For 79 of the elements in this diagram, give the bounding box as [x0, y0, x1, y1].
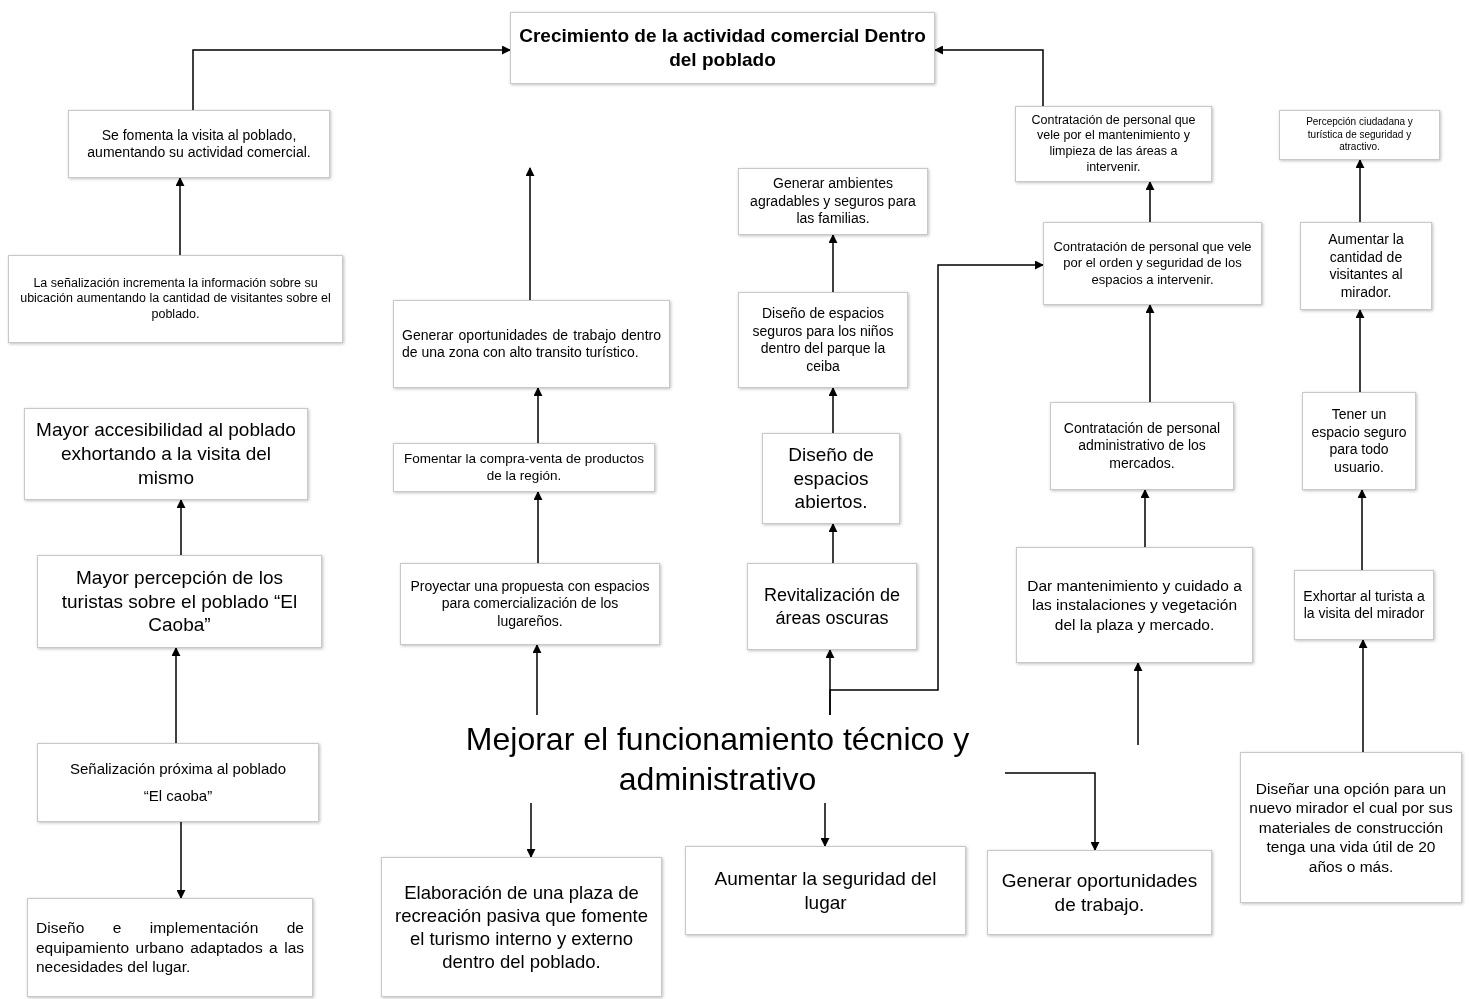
text-box	[738, 168, 928, 235]
box-text: Revitalización de áreas oscuras	[762, 584, 902, 629]
box-text: Diseñar una opción para un nuevo mirador el cual por sus materiales de construcción tenga una vida útil de 20 años o más.	[1249, 779, 1453, 876]
arrow	[525, 167, 535, 301]
arrow	[175, 177, 185, 256]
arrow	[1004, 772, 1100, 851]
box-text: Generar ambientes agradables y seguros para las familias.	[749, 175, 917, 228]
box-text: Contratación de personal que vele por el orden y seguridad de los espacios a intervenir.	[1052, 239, 1253, 288]
text-box	[37, 743, 319, 822]
text-box	[762, 433, 900, 524]
arrow	[934, 45, 1044, 107]
box-text: Generar oportunidades de trabajo.	[1000, 868, 1199, 917]
arrow	[1355, 309, 1365, 393]
arrow	[176, 499, 186, 556]
central-text: Mejorar el funcionamiento técnico y administrativo	[464, 720, 971, 799]
text-box	[1043, 222, 1262, 305]
arrow	[171, 647, 181, 744]
text-box	[24, 408, 308, 500]
box-text: Mayor accesibilidad al poblado exhortando a la visita del mismo	[35, 418, 297, 490]
box-text: Diseño e implementación de equipamiento urbano adaptados a las necesidades del lugar.	[36, 918, 304, 977]
box-text: Proyectar una propuesta con espacios para comercialización de los lugareños.	[409, 577, 651, 631]
text-box	[1016, 547, 1253, 663]
text-box	[1300, 222, 1432, 310]
text-box	[393, 443, 655, 492]
box-text: Fomentar la compra-venta de productos de la región.	[402, 450, 646, 485]
box-text: Exhortar al turista a la visita del mirador	[1303, 587, 1425, 623]
text-box	[685, 846, 966, 935]
text-box	[381, 857, 662, 997]
text-box	[37, 555, 322, 648]
arrow	[526, 802, 536, 858]
arrow	[1140, 489, 1150, 548]
arrow	[820, 802, 830, 847]
text-box	[1279, 110, 1440, 160]
text-box	[68, 110, 330, 178]
arrow	[532, 644, 542, 716]
box-text: Aumentar la seguridad del lugar	[713, 866, 938, 915]
box-text: Dar mantenimiento y cuidado a las instalaciones y vegetación del la plaza y mercado.	[1026, 575, 1243, 635]
text-box	[1050, 402, 1234, 490]
arrow	[176, 821, 186, 899]
title-text: Crecimiento de la actividad comercial Dentro del poblado	[519, 24, 926, 72]
box-text: Generar oportunidades de trabajo dentro de una zona con alto transito turístico.	[402, 326, 661, 362]
text-box	[738, 292, 908, 388]
box-text: Se fomenta la visita al poblado, aumentando su actividad comercial.	[86, 126, 312, 162]
arrow	[1145, 304, 1155, 403]
arrow	[828, 387, 838, 434]
text-box	[8, 255, 343, 343]
arrow	[533, 387, 543, 444]
text-box	[987, 850, 1212, 935]
arrow	[533, 491, 543, 564]
text-box	[747, 563, 917, 650]
box-text: Tener un espacio seguro para todo usuario.	[1311, 406, 1407, 476]
arrow	[828, 234, 838, 293]
arrow	[1145, 181, 1155, 223]
arrow	[828, 523, 838, 564]
arrow	[1133, 662, 1143, 746]
arrow	[192, 45, 511, 111]
box-text: Diseño de espacios seguros para los niños dentro del parque la ceiba	[751, 305, 895, 375]
box-text: Percepción ciudadana y turística de seguridad y atractivo.	[1305, 116, 1414, 154]
title-box	[510, 12, 935, 84]
box-text: Señalización próxima al poblado	[70, 759, 286, 779]
box-text: Elaboración de una plaza de recreación pasiva que fomente el turismo interno y externo dentro del poblado.	[394, 880, 649, 974]
arrow	[829, 260, 1044, 716]
box-text: Contratación de personal que vele por el mantenimiento y limpieza de las áreas a intervenir.	[1030, 112, 1197, 176]
arrow	[1355, 159, 1365, 223]
box-text: La señalización incrementa la información sobre su ubicación aumentando la cantidad de visitantes sobre el poblado.	[19, 275, 332, 323]
arrow	[1358, 639, 1368, 753]
text-box	[27, 898, 313, 997]
arrow	[1357, 489, 1367, 571]
text-box	[400, 563, 660, 645]
text-box	[1240, 752, 1462, 903]
box-text: Contratación de personal administrativo de los mercados.	[1062, 419, 1222, 473]
text-box	[393, 300, 670, 388]
text-box	[1294, 570, 1434, 640]
box-text: “El caoba”	[143, 786, 213, 806]
text-box	[1015, 106, 1212, 182]
text-box	[1302, 392, 1416, 490]
box-text: Diseño de espacios abiertos.	[787, 442, 875, 515]
box-text: Aumentar la cantidad de visitantes al mirador.	[1327, 231, 1405, 301]
box-text: Mayor percepción de los turistas sobre el poblado “El Caoba”	[60, 565, 299, 638]
